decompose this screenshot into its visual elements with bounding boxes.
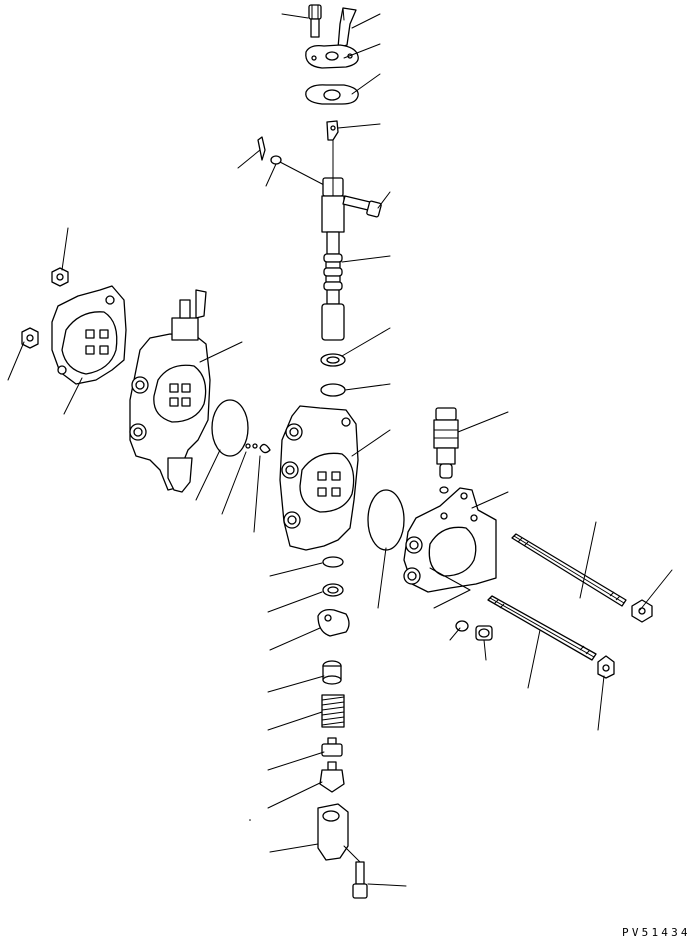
orings-upper bbox=[320, 353, 346, 397]
link-tab bbox=[326, 120, 339, 181]
tie-rod-lower bbox=[487, 595, 597, 661]
gasket-top bbox=[305, 84, 359, 105]
bolt-bottom bbox=[352, 861, 368, 899]
pin-left bbox=[257, 136, 327, 187]
small-oring-right bbox=[439, 486, 449, 494]
small-balls bbox=[245, 443, 271, 454]
cover-plate bbox=[305, 44, 359, 69]
plug-lower bbox=[319, 761, 345, 793]
center-section-oring bbox=[367, 489, 405, 551]
left-section-oring bbox=[211, 399, 249, 457]
cap-bottom bbox=[317, 803, 361, 863]
spring-seat bbox=[322, 660, 342, 685]
ball-right bbox=[455, 620, 469, 632]
spring bbox=[321, 694, 345, 728]
right-end-section bbox=[403, 487, 497, 593]
plug-right bbox=[475, 625, 493, 641]
flange-lower bbox=[317, 608, 350, 637]
left-valve-section bbox=[129, 289, 211, 493]
nut-right-upper bbox=[631, 599, 653, 623]
valve-spool bbox=[321, 177, 345, 341]
spool-bolt bbox=[342, 195, 382, 218]
nut-upper-left bbox=[51, 267, 69, 287]
lever-bracket bbox=[337, 7, 357, 49]
retainer bbox=[321, 737, 343, 757]
drawing-code: PV51434 bbox=[622, 926, 691, 939]
tie-rod-upper bbox=[511, 533, 627, 607]
left-end-cover bbox=[51, 285, 127, 385]
nut-right-lower bbox=[597, 655, 615, 679]
center-valve-section bbox=[279, 405, 359, 551]
nut-left bbox=[21, 327, 39, 349]
orings-lower bbox=[322, 556, 344, 597]
relief-valve bbox=[433, 407, 459, 479]
bolt-top bbox=[308, 4, 322, 38]
leader-lines bbox=[7, 13, 673, 887]
